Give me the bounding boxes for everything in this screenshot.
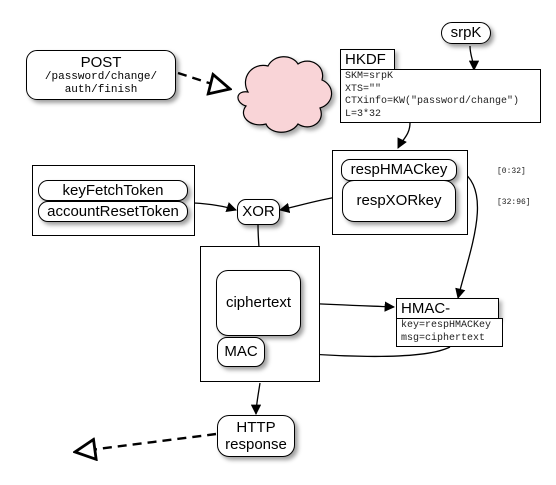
edge-hmackey-to-hmac (455, 169, 479, 300)
account-reset-token-label: accountResetToken (47, 202, 179, 220)
xor-node: XOR (237, 199, 280, 225)
hkdf-params: SKM=srpK XTS="" CTXinfo=KW("password/cha… (340, 69, 541, 123)
post-path-line-2: auth/finish (64, 83, 138, 96)
mac-node: MAC (217, 337, 265, 367)
ciphertext-node: ciphertext (216, 270, 301, 336)
http-response-line-2: response (225, 436, 287, 453)
resp-xor-key-label: respXORkey (356, 192, 442, 210)
edge-response-outgoing (75, 432, 217, 452)
ciphertext-label: ciphertext (225, 294, 292, 312)
edge-hkdf-to-keys (397, 122, 411, 149)
key-fetch-token-node: keyFetchToken (38, 180, 188, 201)
hkdf-param: CTXinfo=KW("password/change") (345, 96, 520, 107)
hkdf-param: SKM=srpK (345, 71, 394, 82)
hmac-key-range: [0:32] (497, 167, 526, 176)
post-request-node: POST /password/change/ auth/finish (26, 50, 176, 100)
account-reset-token-node: accountResetToken (38, 201, 188, 222)
resp-hmac-key-label: respHMACkey (350, 161, 448, 179)
hmac-param: msg=ciphertext (401, 332, 486, 344)
hmac-params: key=respHMACKey msg=ciphertext (396, 318, 503, 347)
hkdf-param: XTS="" (345, 83, 382, 95)
cloud-shape (237, 56, 333, 133)
hkdf-title-text: HKDF (345, 51, 386, 68)
xor-label: XOR (242, 203, 275, 221)
hkdf-title: HKDF (340, 49, 395, 70)
edge-post-to-cloud (177, 71, 230, 89)
http-response-line-1: HTTP (236, 418, 276, 436)
srpk-node: srpK (441, 22, 491, 44)
resp-hmac-key-node: respHMACkey (341, 159, 457, 181)
post-method-label: POST (80, 53, 122, 71)
resp-xor-key-node: respXORkey (342, 180, 456, 222)
edge-srpk-to-hkdf (468, 45, 480, 72)
edge-tokens-to-xor (193, 202, 237, 212)
http-response-node: HTTP response (217, 415, 295, 457)
mac-label: MAC (224, 343, 258, 361)
xor-key-range: [32:96] (497, 198, 531, 207)
srpk-label: srpK (450, 24, 482, 42)
hmac-param: key=respHMACKey (401, 320, 492, 331)
edge-output-to-response (250, 382, 262, 416)
post-path-line-1: /password/change/ (44, 70, 158, 83)
hmac-title: HMAC-SHA256 (396, 298, 499, 334)
hkdf-param: L=3*32 (345, 108, 382, 120)
key-fetch-token-label: keyFetchToken (62, 181, 164, 199)
